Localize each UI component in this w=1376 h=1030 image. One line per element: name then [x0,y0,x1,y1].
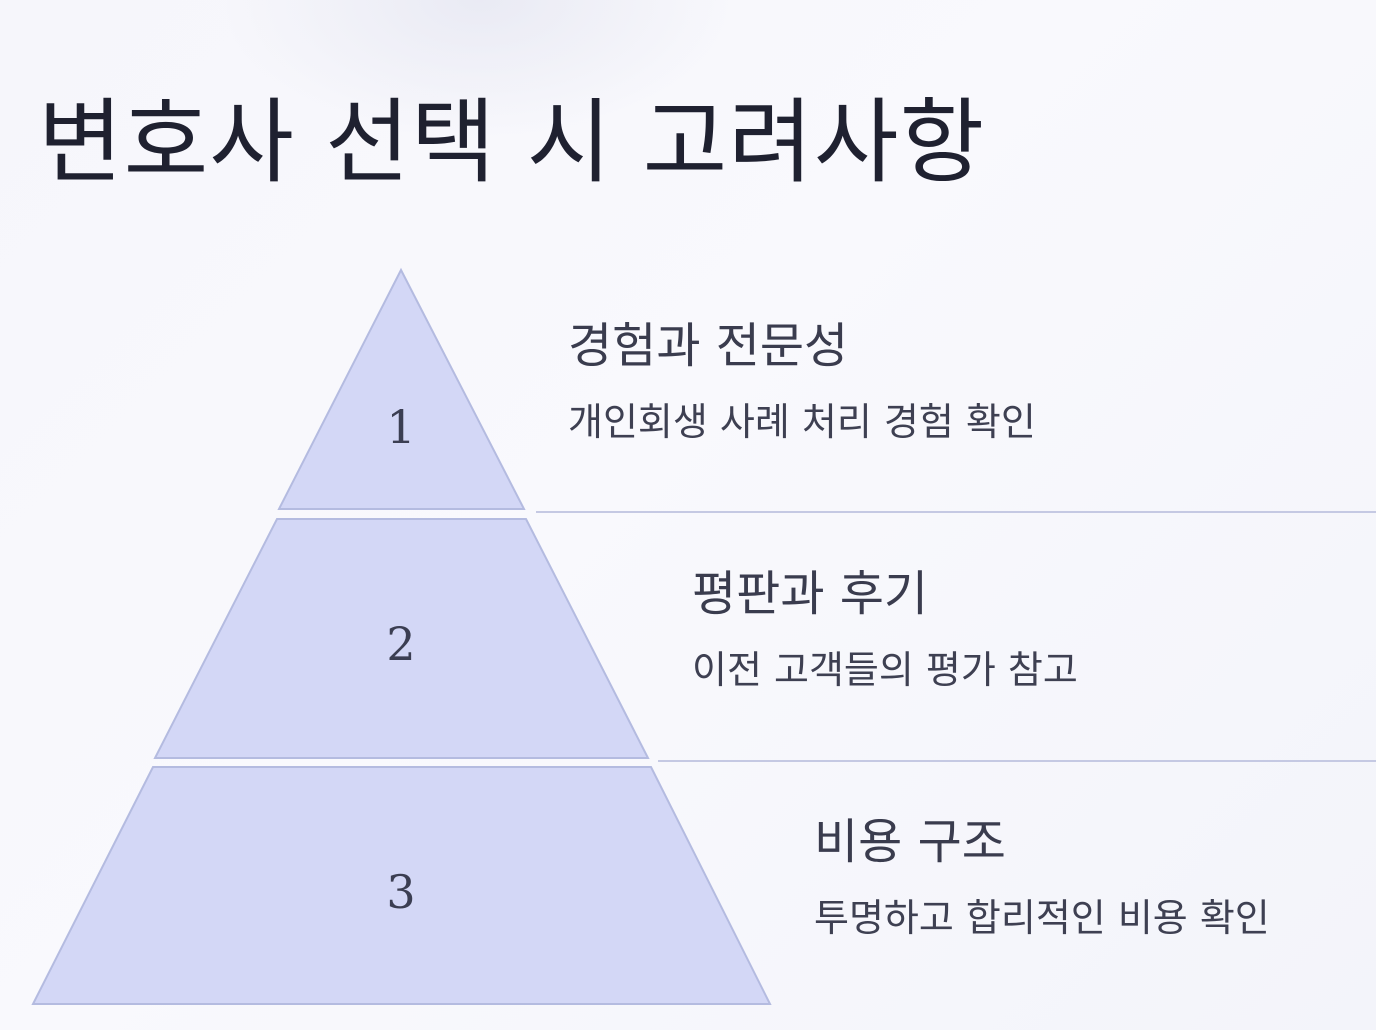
pyramid-tier-2-number: 2 [386,617,415,671]
tier-divider-1 [536,511,1376,513]
pyramid-tier-3-shape [31,766,772,1005]
tier-1-text: 경험과 전문성 개인회생 사례 처리 경험 확인 [568,318,1036,445]
tier-3-description: 투명하고 합리적인 비용 확인 [814,895,1270,940]
tier-2-description: 이전 고객들의 평가 참고 [692,647,1078,692]
pyramid-tier-3-number: 3 [386,865,415,919]
tier-1-description: 개인회생 사례 처리 경험 확인 [568,399,1036,444]
pyramid-tier-2: 2 [153,518,650,759]
pyramid-tier-3: 3 [31,766,772,1005]
tier-divider-2 [658,760,1376,762]
tier-2-text: 평판과 후기 이전 고객들의 평가 참고 [692,566,1078,693]
pyramid-tier-1-shape [277,267,526,510]
tier-2-heading: 평판과 후기 [692,566,929,622]
pyramid-tier-1-number: 1 [386,400,415,454]
pyramid-tier-1: 1 [277,267,526,510]
tier-3-text: 비용 구조 투명하고 합리적인 비용 확인 [814,814,1270,941]
page-title: 변호사 선택 시 고려사항 [38,89,986,196]
tier-3-heading: 비용 구조 [814,814,1006,870]
tier-1-heading: 경험과 전문성 [568,318,849,374]
pyramid-tier-2-shape [153,518,650,759]
